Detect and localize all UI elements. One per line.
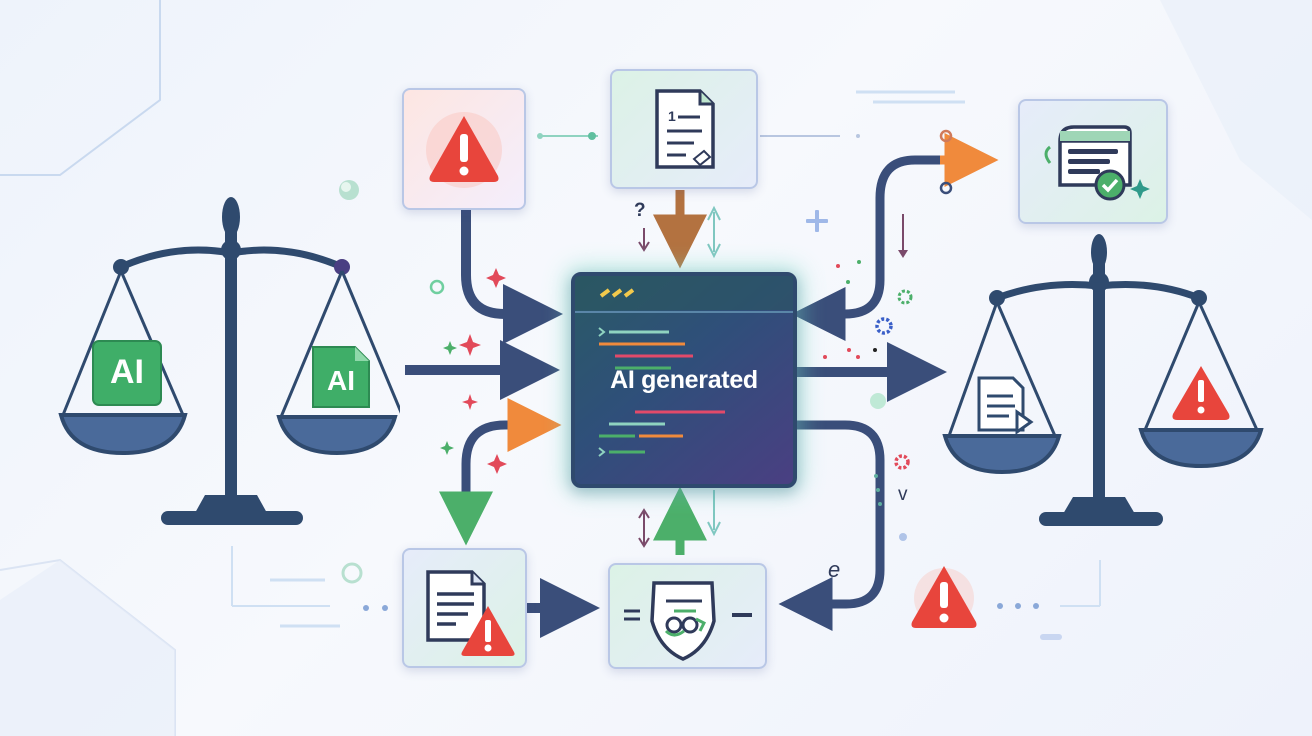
document-arrow-icon (977, 376, 1034, 435)
document-box-top[interactable]: 1 (610, 69, 758, 189)
warning-icon (426, 112, 502, 188)
ai-generated-label: AI generated (610, 366, 758, 394)
document-warning-box[interactable] (402, 548, 527, 668)
right-pan-ai-label: AI (327, 365, 355, 396)
svg-text:1: 1 (668, 108, 676, 124)
scale-icon (942, 234, 1264, 526)
e-annotation: e (828, 557, 841, 582)
warning-box-top[interactable] (402, 88, 526, 210)
right-ai-badge (312, 346, 370, 408)
shield-icon (624, 581, 752, 661)
left-pan-ai-label: AI (110, 353, 144, 391)
right-scale (942, 234, 1264, 526)
left-ai-badge (92, 340, 162, 406)
code-icon (575, 276, 793, 457)
document-warning-icon (426, 570, 515, 656)
warning-icon (1172, 366, 1230, 420)
certificate-box-top[interactable] (1018, 99, 1168, 224)
certificate-check-icon (1044, 125, 1150, 201)
question-mark-annotation: ? (634, 200, 646, 221)
v-annotation: v (898, 484, 908, 505)
warning-icon (911, 566, 977, 628)
scale-icon (58, 197, 400, 525)
document-icon: 1 (655, 89, 715, 169)
left-scale (58, 197, 400, 525)
ai-generated-code-panel[interactable]: AI generated (571, 272, 797, 488)
shield-box-bottom[interactable] (608, 563, 767, 669)
